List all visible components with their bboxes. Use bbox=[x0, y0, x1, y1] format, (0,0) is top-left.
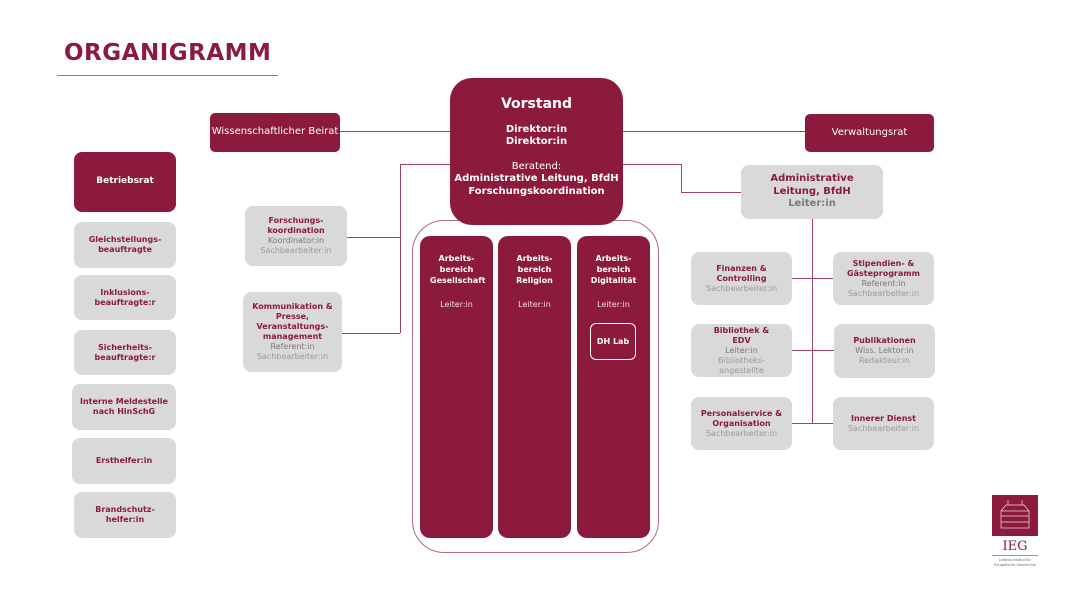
logo-text: IEG bbox=[1002, 539, 1028, 554]
unit-lead: Wiss. Lektor:in bbox=[855, 346, 914, 355]
unit-staff: Sachbearbeiter:in bbox=[705, 428, 778, 438]
left-item: Gleichstellungs-beauftragte bbox=[74, 222, 176, 268]
connector bbox=[342, 333, 400, 334]
unit-title: Bibliothek & EDV bbox=[713, 325, 770, 345]
admin-unit: Personalservice & Organisation Sachbearb… bbox=[691, 397, 792, 450]
connector bbox=[792, 423, 833, 424]
left-item: Interne Meldestelle nach HinSchG bbox=[72, 384, 176, 430]
logo-subtitle: Leibniz-Institut für Europäische Geschic… bbox=[994, 558, 1036, 567]
left-item: Brandschutz-helfer:in bbox=[74, 492, 176, 538]
unit-staff: Sachbearbeiter:in bbox=[260, 246, 332, 255]
betriebsrat-label: Betriebsrat bbox=[96, 176, 154, 187]
page-title: ORGANIGRAMM bbox=[64, 40, 272, 66]
vorstand-advisory: Forschungskoordination bbox=[468, 185, 605, 197]
unit-title: Personalservice & Organisation bbox=[700, 408, 783, 428]
connector bbox=[400, 164, 450, 165]
connector bbox=[792, 278, 833, 279]
vorstand-role: Direktor:in bbox=[505, 123, 568, 135]
unit-title: Publikationen bbox=[853, 336, 916, 345]
dh-lab-label: DH Lab bbox=[596, 336, 630, 346]
department-title: Arbeits-bereich Religion bbox=[516, 254, 553, 285]
left-item-label: Brandschutz-helfer:in bbox=[95, 505, 155, 524]
admin-leitung-box: Administrative Leitung, BfdH Leiter:in bbox=[741, 165, 883, 219]
admin-unit: Bibliothek & EDV Leiter:in Bibliotheks-a… bbox=[691, 324, 792, 377]
unit-staff: Redakteur:in bbox=[859, 356, 910, 365]
department-gesellschaft: Arbeits-bereich Gesellschaft Leiter:in bbox=[420, 236, 493, 538]
unit-staff: Sachbearbeiter:in bbox=[847, 288, 920, 298]
admin-unit: Finanzen & Controlling Sachbearbeiter:in bbox=[691, 252, 792, 305]
department-lead: Leiter:in bbox=[597, 300, 630, 310]
department-title: Arbeits-bereich Digitalität bbox=[590, 254, 637, 285]
admin-unit: Innerer Dienst Sachbearbeiter:in bbox=[833, 397, 934, 450]
admin-unit: Publikationen Wiss. Lektor:in Redakteur:… bbox=[834, 324, 935, 378]
vorstand-box: Vorstand Direktor:in Direktor:in Beraten… bbox=[450, 78, 623, 225]
unit-title: Stipendien- & Gästeprogramm bbox=[847, 258, 920, 278]
title-underline bbox=[57, 75, 278, 76]
forschungskoordination-box: Forschungs-koordination Koordinator:in S… bbox=[245, 206, 347, 266]
left-item: Ersthelfer:in bbox=[72, 438, 176, 484]
betriebsrat-box: Betriebsrat bbox=[74, 152, 176, 212]
connector bbox=[400, 164, 401, 333]
left-item-label: Interne Meldestelle nach HinSchG bbox=[80, 397, 168, 416]
beirat-box: Wissenschaftlicher Beirat bbox=[210, 113, 340, 152]
vorstand-advisory-label: Beratend: bbox=[511, 160, 562, 172]
left-item-label: Sicherheits-beauftragte:r bbox=[94, 342, 156, 362]
left-item: Inklusions-beauftragte:r bbox=[74, 275, 176, 320]
left-item-label: Ersthelfer:in bbox=[95, 456, 153, 465]
ieg-logo bbox=[992, 495, 1038, 536]
admin-lead: Leiter:in bbox=[788, 198, 836, 210]
left-item: Sicherheits-beauftragte:r bbox=[74, 330, 176, 375]
unit-lead: Leiter:in bbox=[725, 345, 758, 355]
vorstand-title: Vorstand bbox=[500, 96, 573, 112]
connector bbox=[340, 131, 450, 132]
vorstand-role: Direktor:in bbox=[505, 136, 568, 147]
connector bbox=[681, 192, 741, 193]
connector bbox=[347, 237, 400, 238]
unit-staff: Sachbearbeiter:in bbox=[705, 283, 778, 293]
unit-lead: Koordinator:in bbox=[267, 236, 325, 245]
logo-divider bbox=[992, 555, 1038, 556]
connector bbox=[792, 350, 834, 351]
unit-staff: Bibliotheks-angestellte bbox=[718, 355, 765, 375]
unit-staff: Sachbearbeiter:in bbox=[847, 423, 920, 433]
connector bbox=[681, 164, 682, 192]
department-lead: Leiter:in bbox=[518, 300, 551, 310]
kommunikation-box: Kommunikation & Presse, Veranstaltungs-m… bbox=[243, 292, 342, 372]
left-item-label: Gleichstellungs-beauftragte bbox=[88, 235, 162, 254]
unit-staff: Sachbearbeiter:in bbox=[256, 352, 329, 361]
connector bbox=[623, 131, 805, 132]
verwaltungsrat-label: Verwaltungsrat bbox=[831, 126, 908, 138]
department-religion: Arbeits-bereich Religion Leiter:in bbox=[498, 236, 571, 538]
verwaltungsrat-box: Verwaltungsrat bbox=[805, 114, 934, 152]
admin-title: Administrative Leitung, BfdH bbox=[770, 173, 854, 197]
unit-title: Forschungs-koordination bbox=[267, 216, 325, 235]
unit-title: Innerer Dienst bbox=[851, 413, 916, 423]
vorstand-advisory: Administrative Leitung, BfdH bbox=[454, 173, 619, 184]
department-lead: Leiter:in bbox=[440, 300, 473, 310]
dh-lab-box: DH Lab bbox=[590, 323, 636, 360]
beirat-label: Wissenschaftlicher Beirat bbox=[211, 126, 339, 138]
connector bbox=[623, 164, 681, 165]
unit-title: Finanzen & Controlling bbox=[716, 263, 767, 283]
department-digitalitaet: Arbeits-bereich Digitalität Leiter:in bbox=[577, 236, 650, 538]
department-title: Arbeits-bereich Gesellschaft bbox=[430, 254, 486, 285]
connector bbox=[812, 219, 813, 424]
admin-unit: Stipendien- & Gästeprogramm Referent:in … bbox=[833, 252, 934, 305]
building-icon bbox=[1000, 500, 1030, 529]
unit-title: Kommunikation & Presse, Veranstaltungs-m… bbox=[252, 302, 333, 341]
unit-lead: Referent:in bbox=[861, 278, 906, 288]
unit-lead: Referent:in bbox=[270, 342, 315, 351]
left-item-label: Inklusions-beauftragte:r bbox=[94, 287, 156, 307]
